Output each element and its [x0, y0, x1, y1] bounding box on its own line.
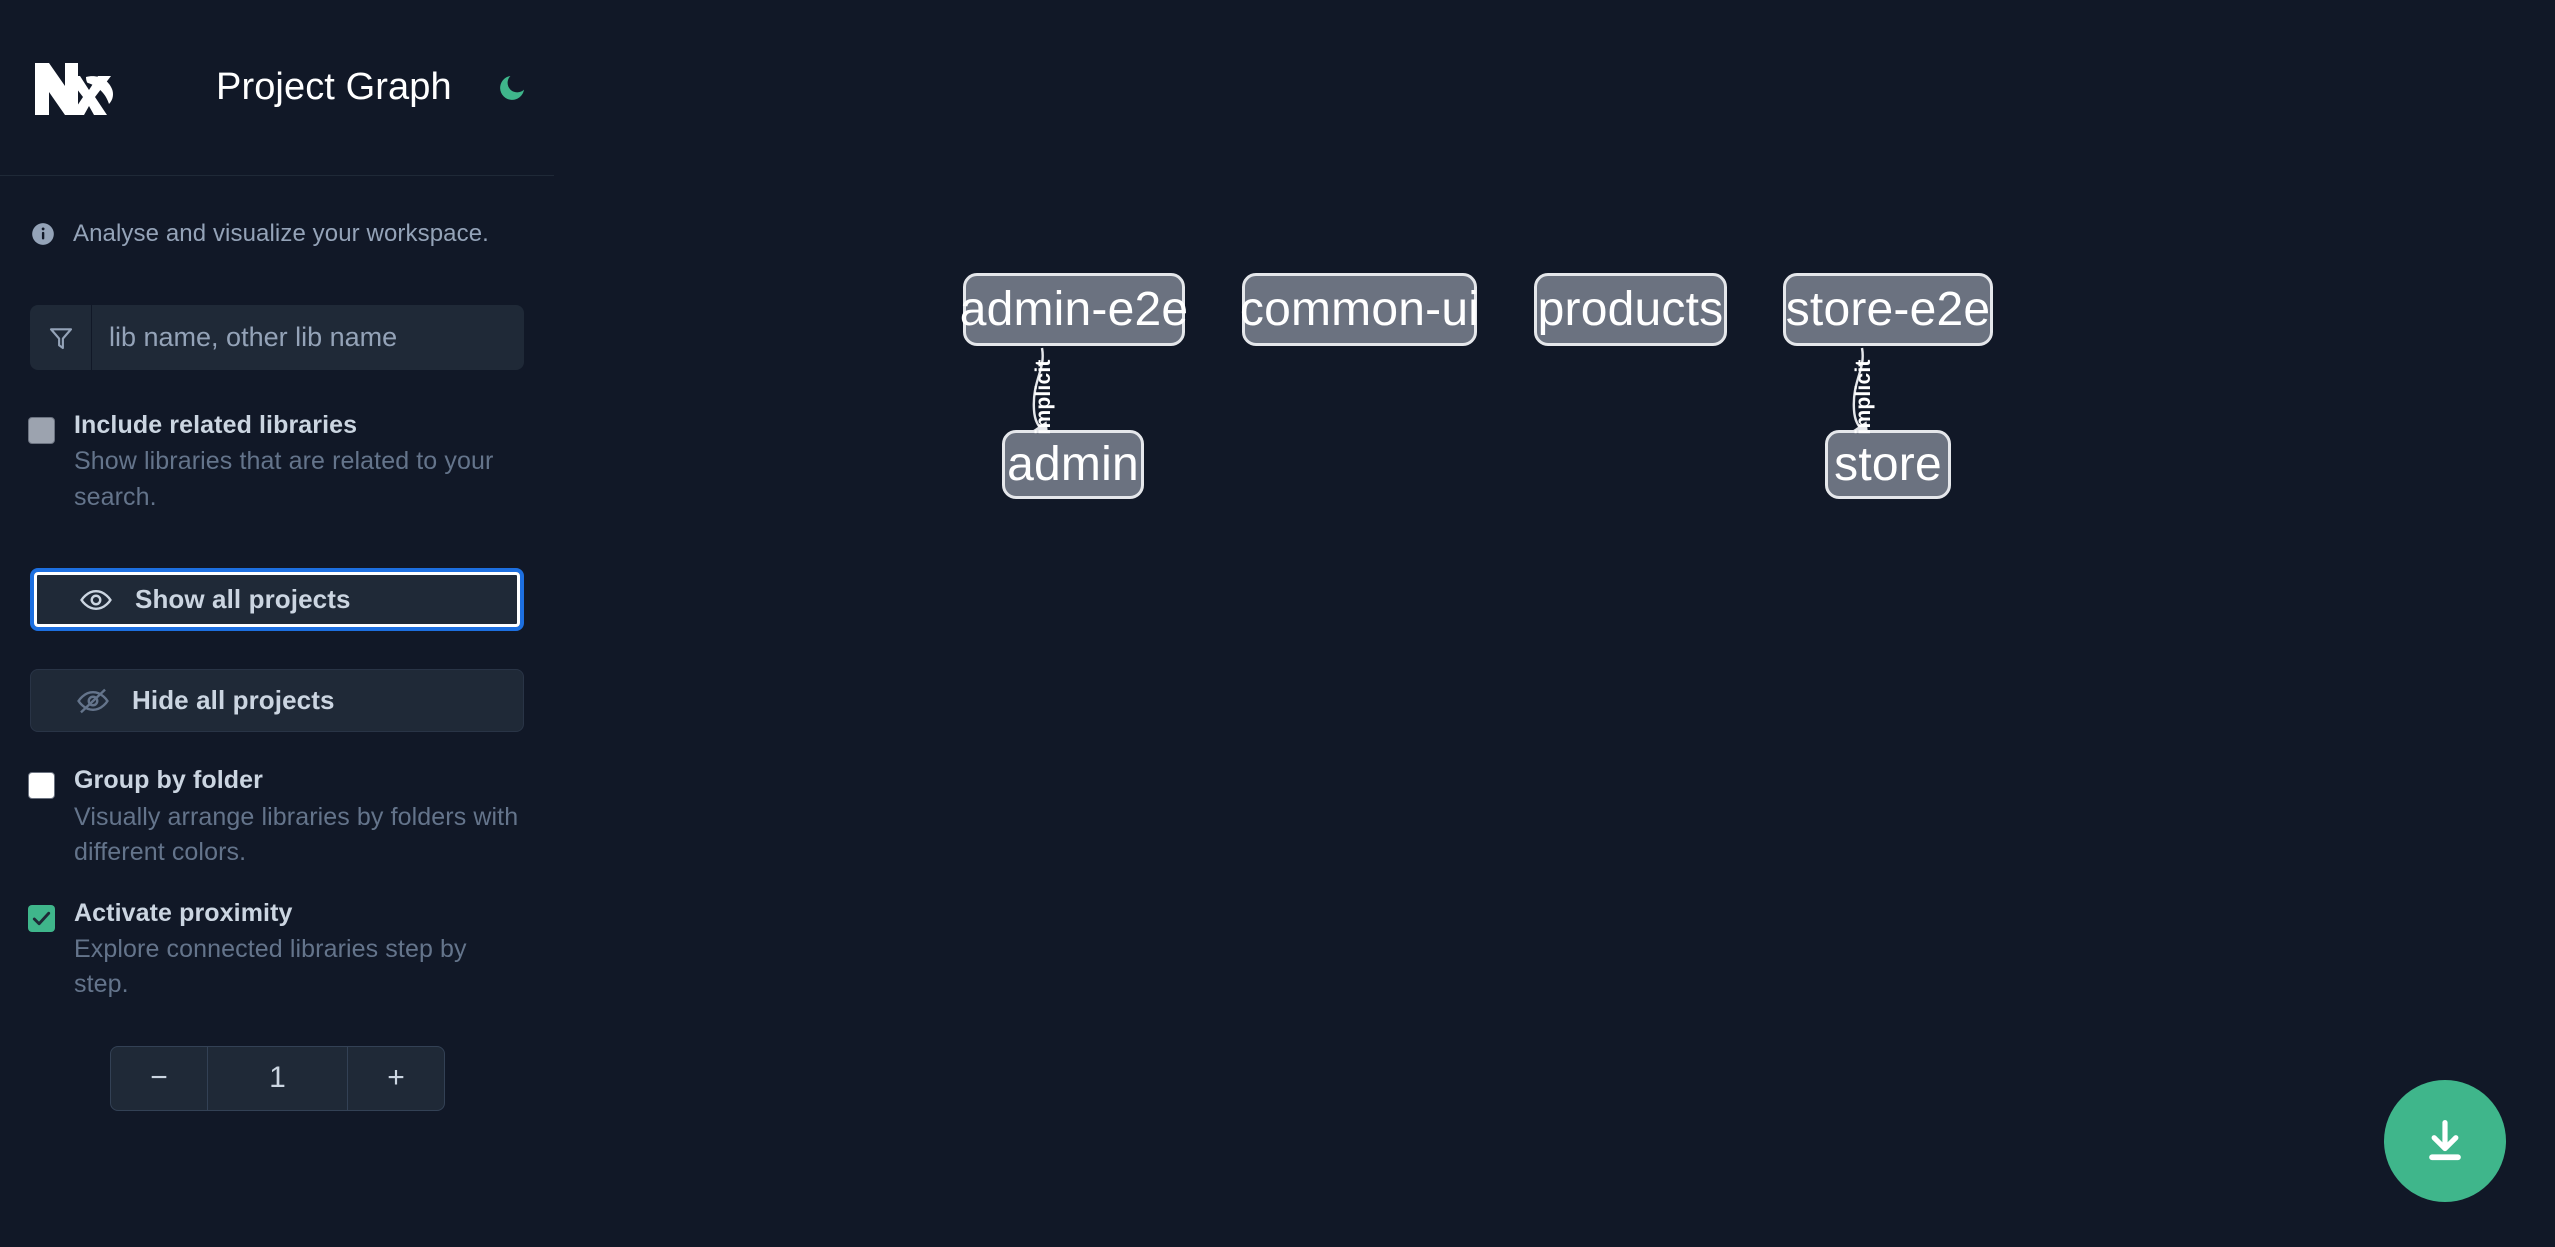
nx-logo [32, 57, 128, 119]
moon-icon[interactable] [490, 66, 534, 110]
eye-off-icon [76, 684, 110, 718]
proximity-increment-button[interactable]: + [347, 1046, 444, 1110]
activate-proximity-checkbox[interactable] [28, 904, 55, 932]
graph-canvas[interactable]: admin-e2e common-ui products store-e2e a… [554, 0, 2555, 1247]
edge-label-store-e2e-to-store: implicit [1852, 359, 1875, 435]
sidebar-body: Analyse and visualize your workspace. In… [0, 176, 554, 1111]
group-by-folder-checkbox[interactable] [28, 772, 55, 800]
graph-node-products[interactable]: products [1534, 273, 1727, 346]
filter-icon [30, 305, 92, 370]
show-all-projects-button[interactable]: Show all projects [30, 568, 524, 632]
proximity-decrement-button[interactable]: − [111, 1046, 208, 1110]
option-label: Group by folder [74, 766, 263, 795]
hide-all-projects-button[interactable]: Hide all projects [30, 669, 524, 733]
sidebar: Project Graph Analyse and visualize your… [0, 0, 554, 1247]
graph-node-admin-e2e[interactable]: admin-e2e [960, 273, 1188, 346]
option-label: Include related libraries [74, 411, 358, 439]
check-icon [32, 911, 51, 925]
graph-node-admin[interactable]: admin [1002, 430, 1144, 499]
option-texts: Group by folder Visually arrange librari… [74, 765, 524, 870]
option-texts: Activate proximity Explore connected lib… [74, 898, 524, 1003]
option-group-by-folder[interactable]: Group by folder Visually arrange librari… [0, 765, 554, 870]
option-description: Visually arrange libraries by folders wi… [74, 802, 519, 867]
workspace-hint-text: Analyse and visualize your workspace. [73, 220, 489, 247]
hide-all-projects-label: Hide all projects [132, 685, 335, 716]
proximity-value: 1 [269, 1061, 286, 1095]
option-include-related-libraries[interactable]: Include related libraries Show libraries… [0, 410, 554, 515]
graph-node-store[interactable]: store [1825, 430, 1951, 499]
info-icon [30, 221, 56, 247]
eye-icon [79, 583, 113, 617]
graph-node-common-ui[interactable]: common-ui [1240, 273, 1479, 346]
search-bar[interactable] [30, 305, 524, 370]
include-related-libraries-checkbox[interactable] [28, 417, 55, 444]
download-icon [2429, 1119, 2461, 1161]
graph-edges [1032, 347, 1869, 440]
sidebar-header: Project Graph [0, 0, 554, 176]
proximity-stepper[interactable]: − 1 + [110, 1045, 445, 1111]
page-title: Project Graph [216, 66, 452, 108]
option-label: Activate proximity [74, 898, 293, 927]
option-texts: Include related libraries Show libraries… [74, 410, 524, 515]
option-activate-proximity[interactable]: Activate proximity Explore connected lib… [0, 898, 554, 1003]
edge-label-admin-e2e-to-admin: implicit [1032, 359, 1055, 435]
show-all-projects-label: Show all projects [135, 584, 351, 615]
graph-node-store-e2e[interactable]: store-e2e [1783, 273, 1993, 346]
option-description: Show libraries that are related to your … [74, 447, 494, 511]
download-graph-button[interactable] [2384, 1080, 2506, 1202]
search-input[interactable] [92, 305, 524, 370]
option-description: Explore connected libraries step by step… [74, 934, 467, 999]
workspace-hint: Analyse and visualize your workspace. [0, 176, 554, 248]
